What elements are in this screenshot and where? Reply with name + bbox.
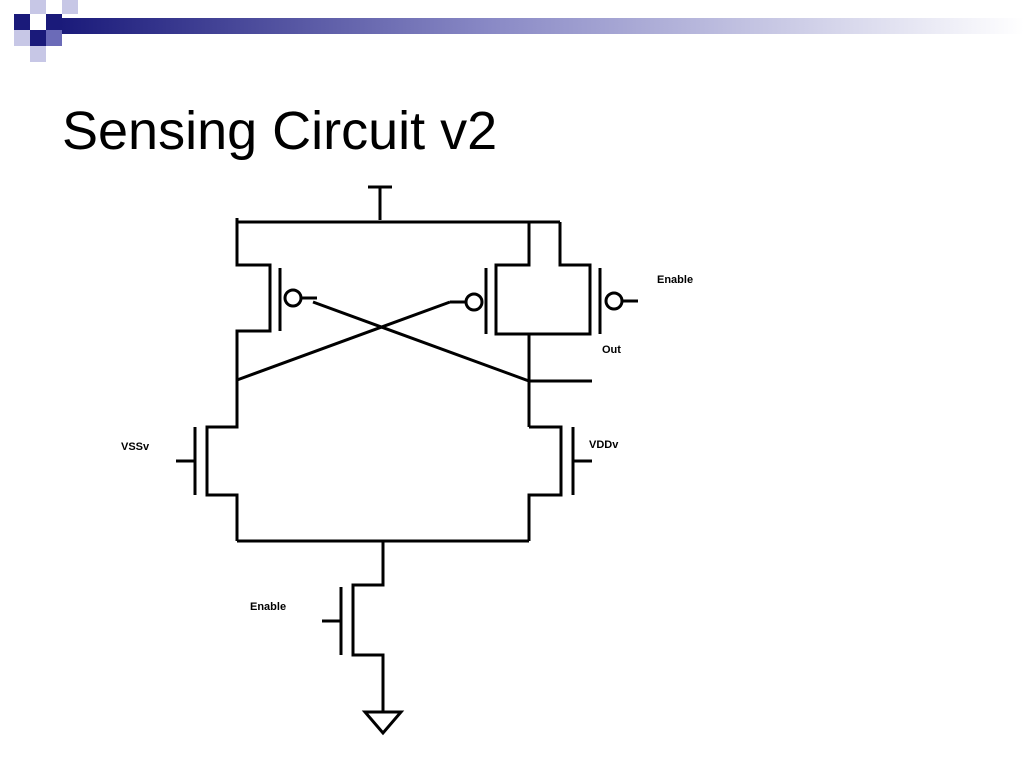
nmos-right <box>527 425 592 541</box>
pmos-left <box>235 218 317 380</box>
vdd-supply-icon <box>368 185 392 220</box>
nmos-left <box>176 380 239 541</box>
slide-title: Sensing Circuit v2 <box>62 101 498 161</box>
label-out: Out <box>602 344 621 356</box>
label-enable-top: Enable <box>657 274 694 286</box>
pmos-enable <box>529 222 638 336</box>
pmos-middle <box>450 222 531 336</box>
label-enable-bottom: Enable <box>250 601 287 613</box>
ground-icon <box>361 710 405 736</box>
cross-wire-a <box>312 300 530 383</box>
label-vddv: VDDv <box>589 439 619 451</box>
cross-wire-b <box>236 300 451 382</box>
nmos-tail <box>322 541 385 712</box>
header-decoration <box>14 0 1024 62</box>
label-vssv: VSSv <box>121 441 150 453</box>
